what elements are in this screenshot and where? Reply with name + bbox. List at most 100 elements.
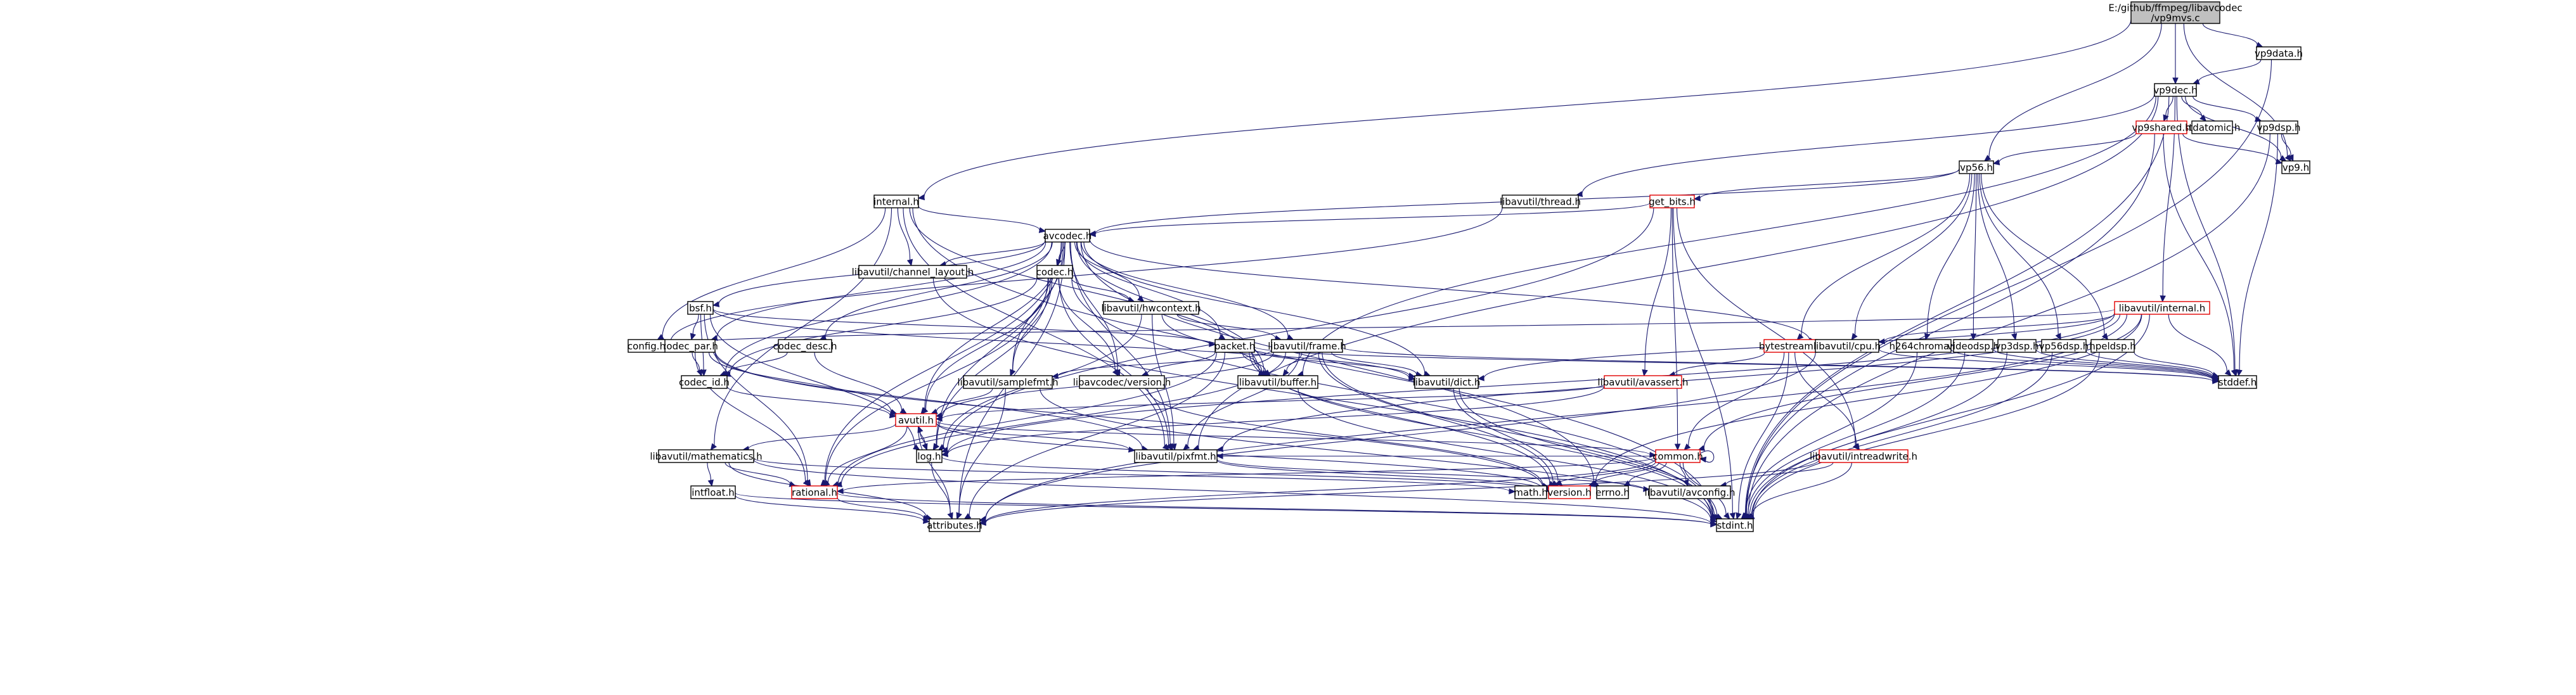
node-avconfig-h[interactable]: libavutil/avconfig.h <box>1645 485 1736 499</box>
node-cpu-h[interactable]: libavutil/cpu.h <box>1813 339 1881 353</box>
edge-arrowhead <box>1010 369 1016 377</box>
node-label: libavutil/frame.h <box>1268 341 1346 352</box>
edge-line <box>2181 96 2203 117</box>
node-packet-h[interactable]: packet.h <box>1214 339 1256 353</box>
node-vp9data-h[interactable]: vp9data.h <box>2255 46 2303 60</box>
node-bsf-h[interactable]: bsf.h <box>687 301 714 315</box>
edge-frame-h-to-buffer-h <box>1282 352 1303 376</box>
edge-arrowhead <box>823 480 830 487</box>
node-box <box>2154 83 2197 97</box>
edge-arrowhead <box>2163 114 2169 122</box>
edge-line <box>814 352 903 411</box>
node-label: libavutil/avconfig.h <box>1645 487 1736 499</box>
node-channel-layout-h[interactable]: libavutil/channel_layout.h <box>852 265 974 279</box>
node-label: config.h <box>628 341 666 352</box>
node-lavc-version-h[interactable]: libavcodec/version.h <box>1073 375 1171 389</box>
node-attributes-h[interactable]: attributes.h <box>927 518 982 532</box>
edge-line <box>1977 173 2015 335</box>
edge-line <box>2165 96 2174 116</box>
edge-avcodec-h-to-hwcontext-h <box>1074 241 1145 302</box>
node-intreadwrite-h[interactable]: libavutil/intreadwrite.h <box>1810 449 1917 463</box>
edge-arrowhead <box>712 301 720 307</box>
node-get-bits-h[interactable]: get_bits.h <box>1649 194 1696 208</box>
node-vp56dsp-h[interactable]: vp56dsp.h <box>2039 339 2089 353</box>
node-label: math.h <box>1514 487 1547 499</box>
node-common-h[interactable]: common.h <box>1652 449 1703 463</box>
node-codec-par-h[interactable]: codec_par.h <box>661 339 718 353</box>
edge-arrowhead <box>956 512 962 520</box>
node-errno-h[interactable]: errno.h <box>1595 485 1630 499</box>
edge-arrowhead <box>1992 159 2000 165</box>
edge-arrowhead <box>921 407 929 414</box>
node-avutil-h[interactable]: avutil.h <box>895 413 937 427</box>
node-bytestream-h[interactable]: bytestream.h <box>1759 339 1822 353</box>
node-avcodec-h[interactable]: avcodec.h <box>1043 229 1092 243</box>
node-frame-h[interactable]: libavutil/frame.h <box>1268 339 1346 353</box>
node-dict-h[interactable]: libavutil/dict.h <box>1413 375 1481 389</box>
node-box <box>1953 339 1993 353</box>
edge-common-h-to-common-h <box>1699 450 1715 463</box>
edge-line <box>1074 241 1140 298</box>
node-vp3dsp-h[interactable]: vp3dsp.h <box>1995 339 2039 353</box>
edge-line <box>2176 96 2236 371</box>
edge-common-h-to-errno-h <box>1623 462 1667 487</box>
node-buffer-h[interactable]: libavutil/buffer.h <box>1237 375 1318 389</box>
edge-line <box>735 492 1711 525</box>
edge-arrowhead <box>1408 373 1416 379</box>
node-lavu-internal-h[interactable]: libavutil/internal.h <box>2114 301 2210 315</box>
node-config-h[interactable]: config.h <box>628 339 666 353</box>
node-root[interactable]: E:/github/ffmpeg/libavcodec/vp9mvs.c <box>2108 1 2243 24</box>
edge-thread-h-to-config-h <box>664 207 1503 345</box>
node-stddef-h[interactable]: stddef.h <box>2218 375 2257 389</box>
edge-internal-h-to-channel-layout-h <box>897 207 913 267</box>
node-vp9-h[interactable]: vp9.h <box>2281 160 2310 174</box>
node-vp56-h[interactable]: vp56.h <box>1959 160 1994 174</box>
edge-line <box>945 240 1046 265</box>
node-samplefmt-h[interactable]: libavutil/samplefmt.h <box>957 375 1059 389</box>
edge-get-bits-h-to-log-h <box>941 207 1654 453</box>
node-pixfmt-h[interactable]: libavutil/pixfmt.h <box>1134 449 1218 463</box>
edge-vp9dec-h-to-vp9-h <box>2185 96 2287 162</box>
node-vp9shared-h[interactable]: vp9shared.h <box>2132 120 2191 134</box>
node-version-h[interactable]: version.h <box>1547 485 1592 499</box>
node-box <box>1502 194 1579 208</box>
node-box <box>791 485 838 499</box>
node-vp9dsp-h[interactable]: vp9dsp.h <box>2257 120 2301 134</box>
node-label: codec.h <box>1036 267 1074 278</box>
edge-vp9dec-h-to-vp9dsp-h <box>2193 96 2262 122</box>
node-rational-h[interactable]: rational.h <box>791 485 838 499</box>
node-internal-h[interactable]: internal.h <box>873 194 919 208</box>
edge-vp3dsp-h-to-stddef-h <box>2035 348 2220 381</box>
node-stdint-h[interactable]: stdint.h <box>1716 518 1754 532</box>
node-thread-h[interactable]: libavutil/thread.h <box>1500 194 1581 208</box>
node-log-h[interactable]: log.h <box>916 449 943 463</box>
node-box <box>1548 485 1591 499</box>
node-hpeldsp-h[interactable]: hpeldsp.h <box>2089 339 2136 353</box>
edge-line <box>692 314 699 335</box>
node-avassert-h[interactable]: libavutil/avassert.h <box>1597 375 1689 389</box>
edge-arrowhead <box>836 488 844 494</box>
edge-bytestream-h-to-common-h <box>1684 352 1785 450</box>
node-videodsp-h[interactable]: videodsp.h <box>1947 339 1999 353</box>
node-mathematics-h[interactable]: libavutil/mathematics.h <box>650 449 763 463</box>
edge-arrowhead <box>1171 443 1177 451</box>
edge-line <box>1628 462 1667 483</box>
node-h264chroma-h[interactable]: h264chroma.h <box>1890 339 1959 353</box>
edge-arrowhead <box>1051 373 1059 379</box>
edge-avcodec-h-to-packet-h <box>1076 241 1226 340</box>
node-codec-desc-h[interactable]: codec_desc.h <box>773 339 837 353</box>
edge-arrowhead <box>917 425 924 433</box>
node-hwcontext-h[interactable]: libavutil/hwcontext.h <box>1101 301 1201 315</box>
node-box <box>929 518 981 532</box>
edge-vp56dsp-h-to-stddef-h <box>2085 350 2220 380</box>
edge-line <box>1331 352 1417 374</box>
node-stdatomic-h[interactable]: stdatomic.h <box>2184 120 2241 134</box>
node-math-h[interactable]: math.h <box>1514 485 1548 499</box>
edge-line <box>941 383 1605 419</box>
node-codec-h[interactable]: codec.h <box>1036 265 1074 279</box>
node-codec-id-h[interactable]: codec_id.h <box>679 375 730 389</box>
node-vp9dec-h[interactable]: vp9dec.h <box>2153 83 2198 97</box>
edge-line <box>920 431 927 450</box>
edge-arrowhead <box>2236 369 2243 377</box>
node-intfloat-h[interactable]: intfloat.h <box>690 485 736 499</box>
